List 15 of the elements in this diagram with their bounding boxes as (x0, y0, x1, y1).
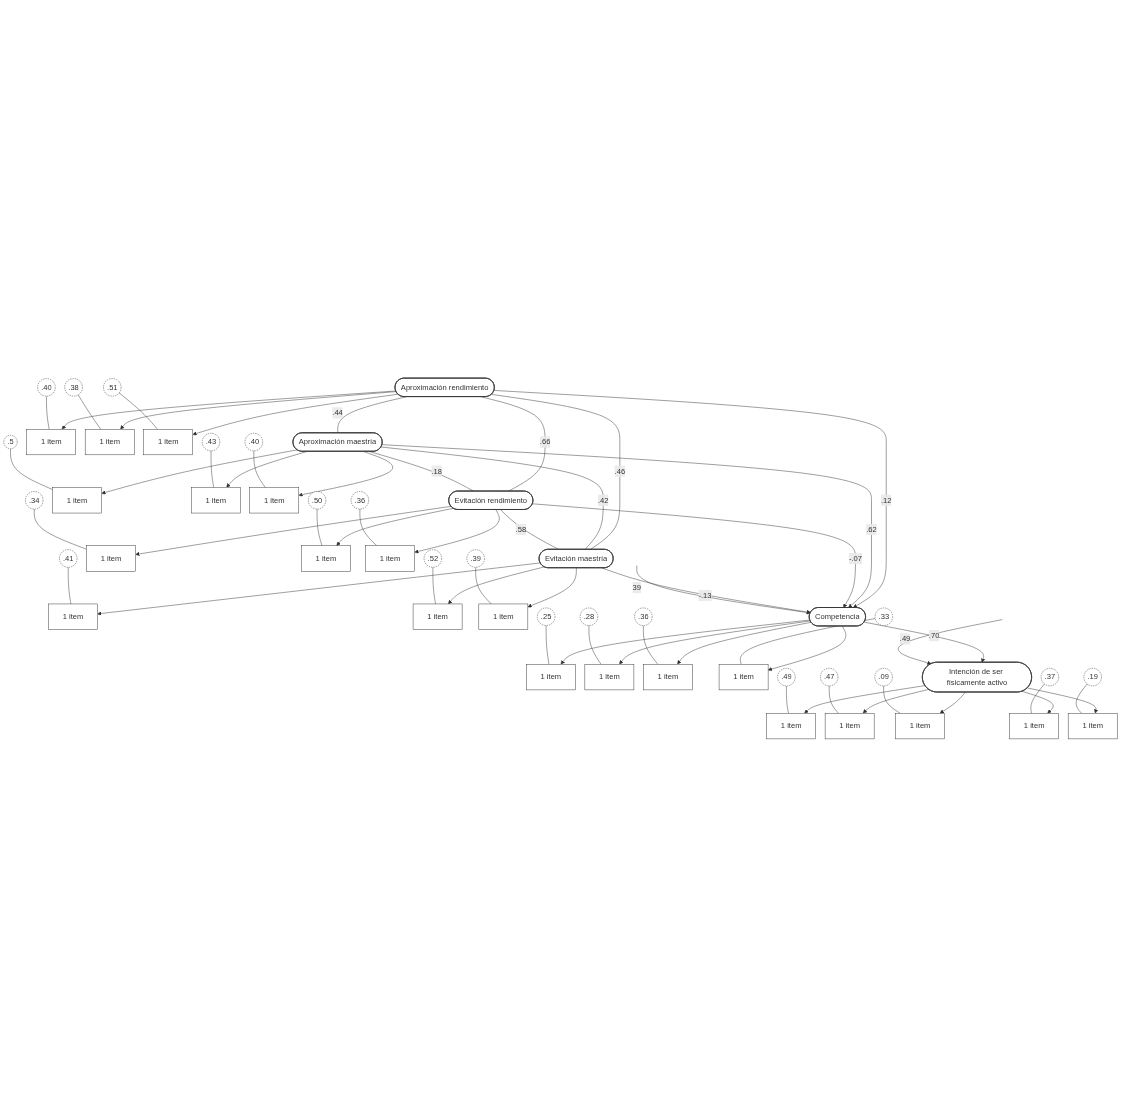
connector (432, 567, 436, 605)
connector (1030, 683, 1045, 714)
connector (643, 625, 659, 665)
connector (10, 448, 53, 490)
connector (500, 509, 560, 550)
connector (77, 394, 101, 430)
connector (380, 446, 604, 550)
connector (588, 625, 602, 665)
connector (316, 508, 323, 546)
connector (475, 567, 492, 605)
connector (828, 685, 839, 714)
connector (359, 508, 378, 546)
connector (740, 618, 876, 665)
connector (491, 394, 621, 550)
connector (118, 392, 158, 430)
